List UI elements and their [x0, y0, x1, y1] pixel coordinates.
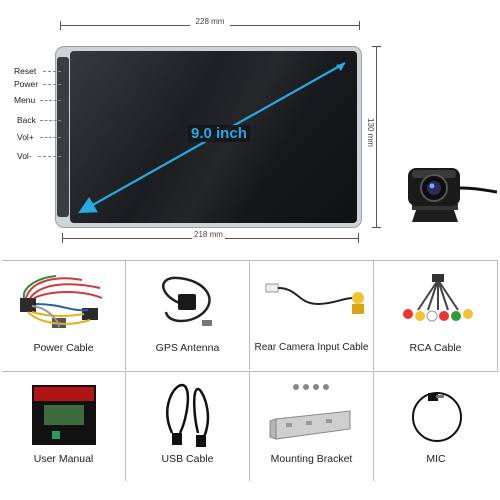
accessory-user-manual: User Manual — [2, 371, 126, 481]
accessory-label: Rear Camera Input Cable — [254, 342, 369, 353]
side-button-strip — [57, 57, 69, 217]
manual-icon — [32, 385, 96, 445]
accessory-rca-cable: RCA Cable — [374, 260, 498, 370]
width-top-label: 228 mm — [190, 17, 230, 26]
accessory-label: MIC — [426, 453, 446, 465]
button-label-menu: Menu — [14, 95, 36, 105]
width-top-dimension: 228 mm — [60, 17, 360, 32]
accessory-label: USB Cable — [161, 453, 214, 465]
accessory-label: User Manual — [33, 453, 94, 465]
mic-icon — [412, 392, 462, 442]
bracket-icon — [269, 384, 351, 440]
gps-antenna-icon — [162, 276, 212, 326]
rca-cable-icon — [403, 274, 473, 322]
camera-icon — [398, 160, 498, 230]
accessory-usb-cable: USB Cable — [126, 371, 250, 481]
button-label-power: Power — [14, 79, 39, 89]
accessory-mic: MIC — [374, 371, 498, 481]
button-label-vol-down: Vol- — [17, 151, 32, 161]
power-cable-icon — [20, 275, 103, 328]
screen-size-label: 9.0 inch — [188, 125, 250, 142]
accessory-label: Mounting Bracket — [270, 453, 353, 465]
usb-cable-icon — [166, 383, 210, 447]
height-dimension: 130 mm — [365, 46, 392, 228]
button-label-reset: Reset — [14, 66, 37, 76]
accessory-label: RCA Cable — [409, 342, 462, 354]
accessory-mounting-bracket: Mounting Bracket — [250, 371, 374, 481]
head-unit: 9.0 inch — [56, 47, 361, 227]
accessory-power-cable: Power Cable — [2, 260, 126, 370]
button-label-back: Back — [17, 115, 36, 125]
accessory-rear-camera-cable: Rear Camera Input Cable — [250, 260, 374, 370]
accessory-label: GPS Antenna — [155, 342, 220, 354]
button-label-vol-up: Vol+ — [17, 132, 34, 142]
accessory-label: Power Cable — [33, 342, 94, 354]
height-label: 130 mm — [365, 118, 375, 147]
accessory-gps-antenna: GPS Antenna — [126, 260, 250, 370]
width-bottom-dimension: 218 mm — [62, 227, 359, 243]
camera-cable-icon — [265, 283, 364, 314]
screen: 9.0 inch — [70, 51, 357, 223]
accessories-grid: Power Cable GPS Antenna Rear Camera Inpu… — [2, 260, 498, 500]
width-bottom-label: 218 mm — [192, 230, 225, 239]
